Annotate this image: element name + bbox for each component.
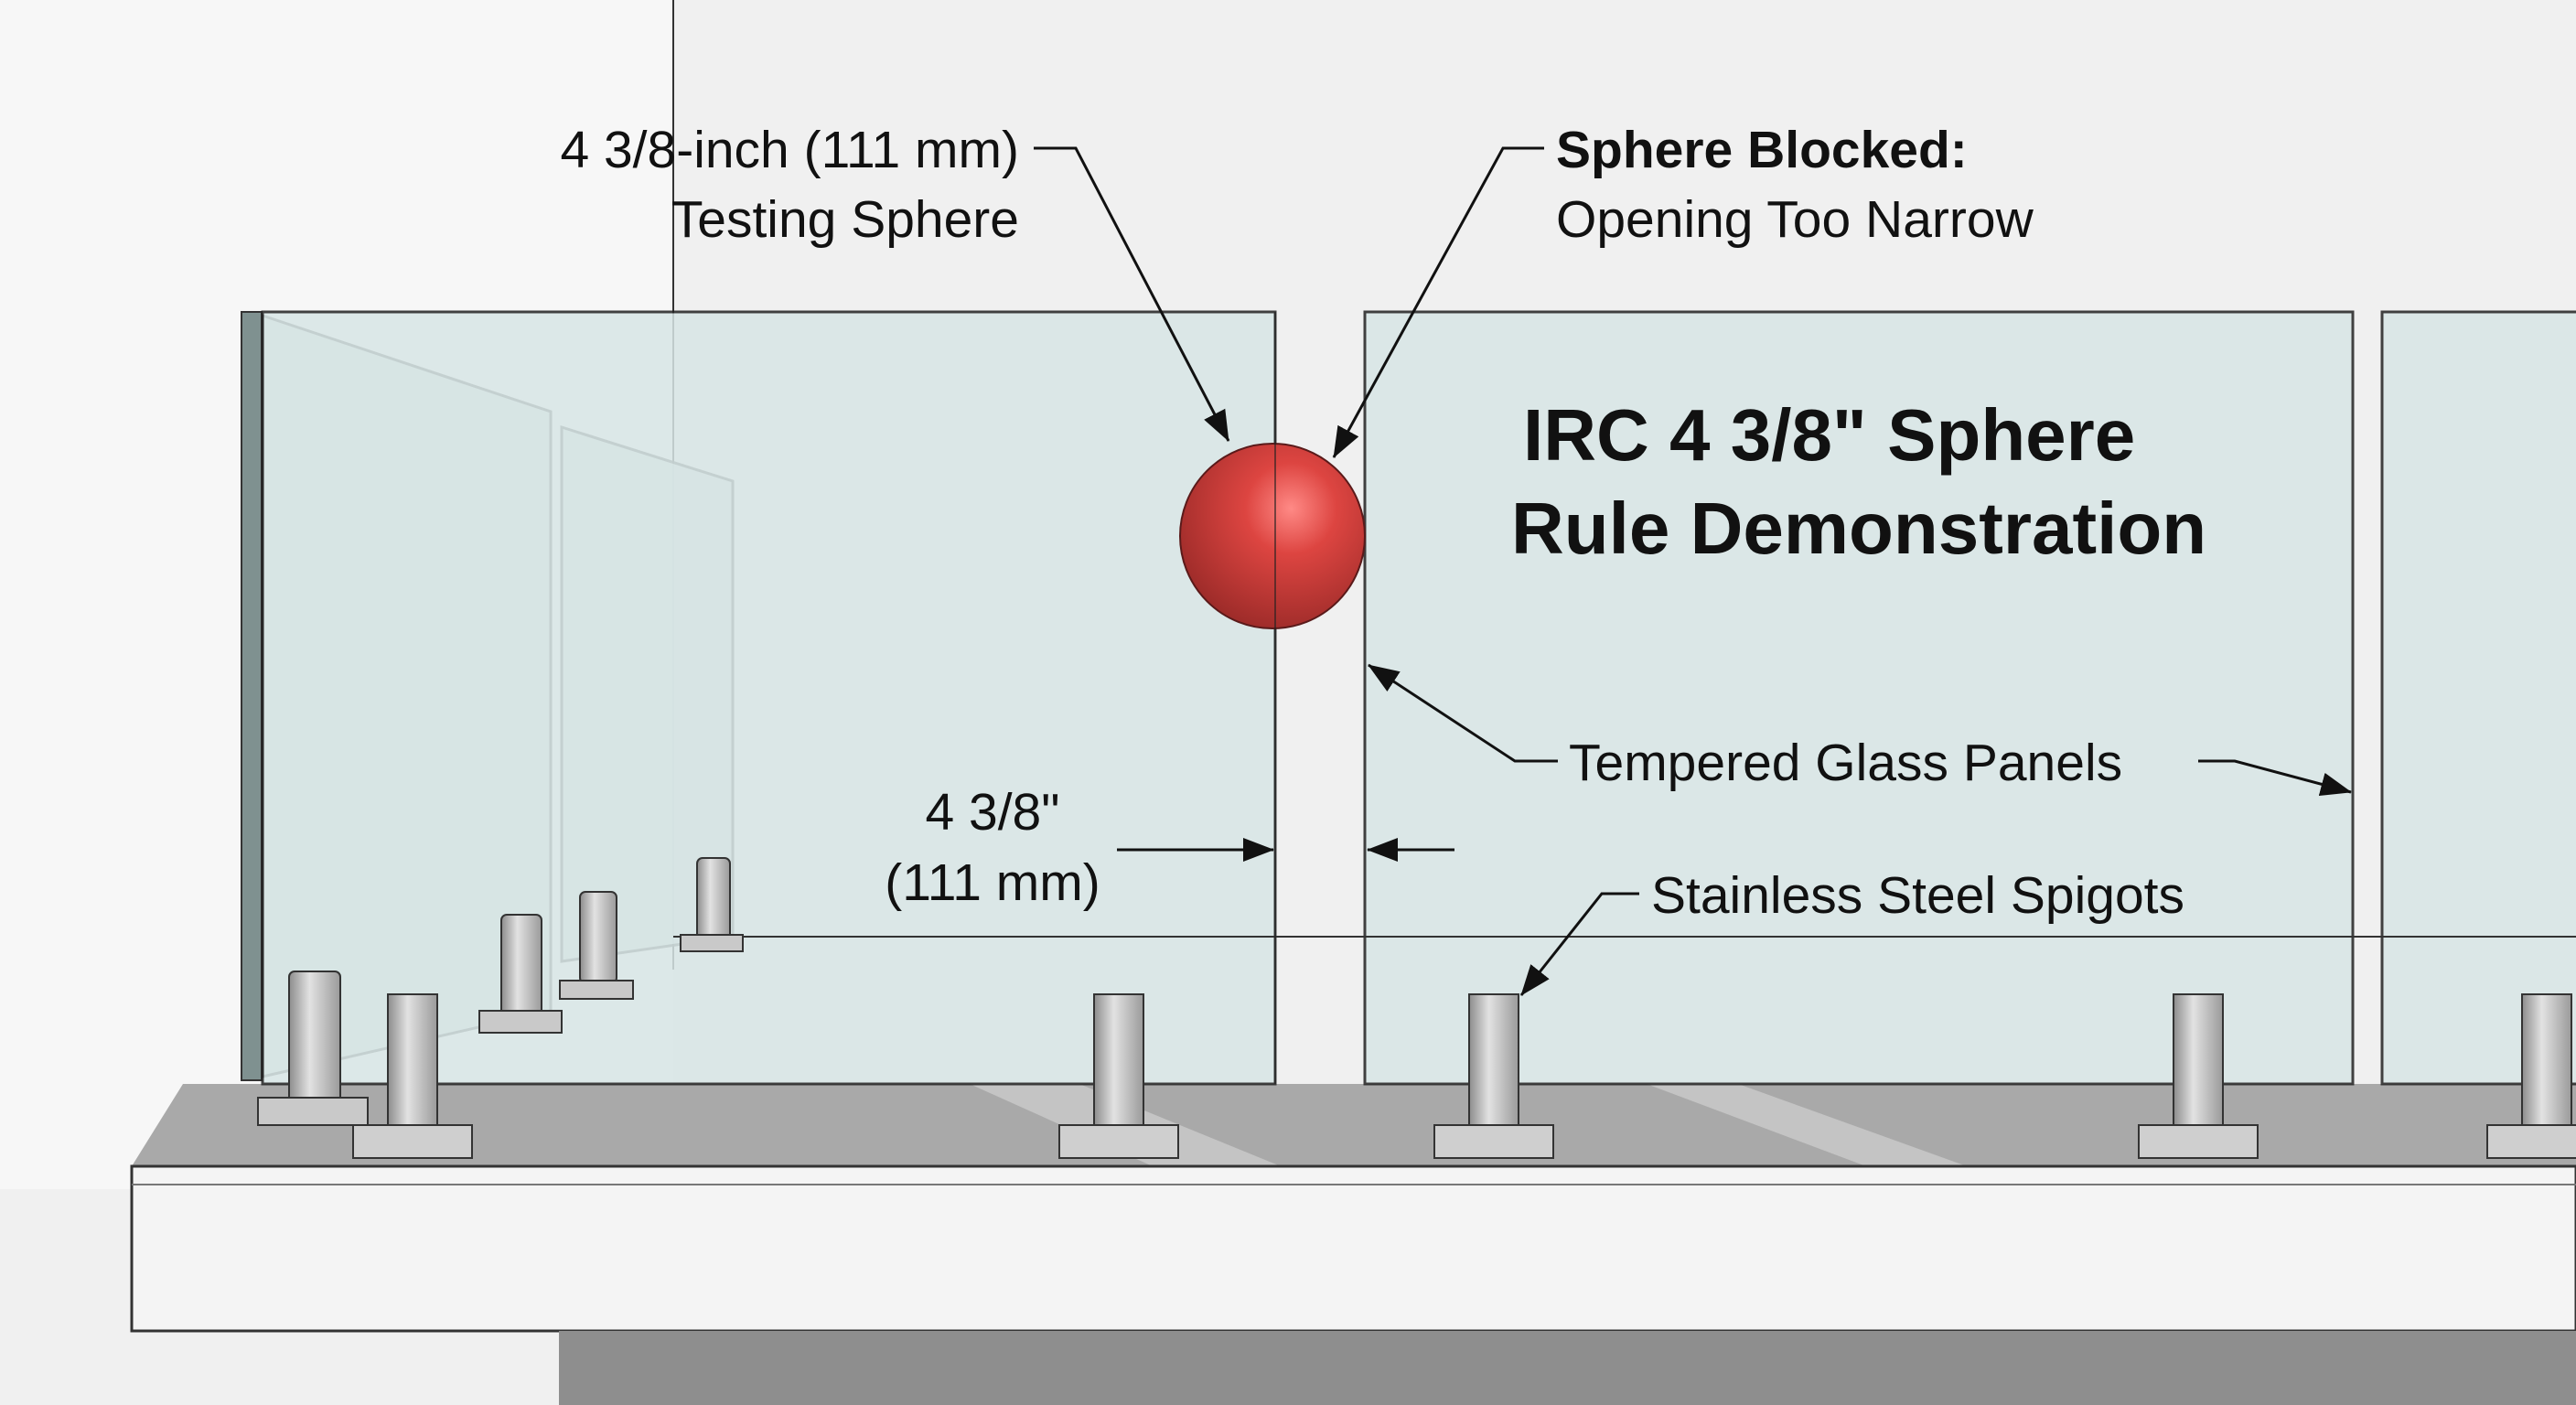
spigot xyxy=(1058,993,1179,1159)
diagram-title-line2: Rule Demonstration xyxy=(1511,488,2206,569)
glass-panel-far-right xyxy=(2380,310,2576,1086)
glass-panels-label: Tempered Glass Panels xyxy=(1569,734,2122,792)
deck xyxy=(130,1084,2576,1405)
sphere-blocked-label: Sphere Blocked: xyxy=(1556,121,1968,179)
testing-sphere xyxy=(1179,443,1366,629)
gap-label-mm: (111 mm) xyxy=(885,853,1100,912)
gap-label-inches: 4 3/8" xyxy=(925,783,1059,842)
leader-lines xyxy=(1034,146,2352,996)
diagram-title-line1: IRC 4 3/8" Sphere xyxy=(1523,394,2135,476)
glass-panel-left xyxy=(261,310,1277,1086)
sphere-size-label-line2: Testing Sphere xyxy=(671,190,1019,249)
front-spigots xyxy=(352,993,2576,1159)
spigot xyxy=(2138,993,2259,1159)
sphere-blocked-reason: Opening Too Narrow xyxy=(1556,190,2034,249)
back-spigots xyxy=(257,857,744,1126)
spigots-label: Stainless Steel Spigots xyxy=(1651,866,2184,925)
sphere-size-label-line1: 4 3/8-inch (111 mm) xyxy=(560,121,1019,179)
glass-panel-right xyxy=(1363,310,2355,1086)
spigot xyxy=(2486,993,2576,1159)
spigot xyxy=(352,993,473,1159)
spigot xyxy=(1433,993,1554,1159)
